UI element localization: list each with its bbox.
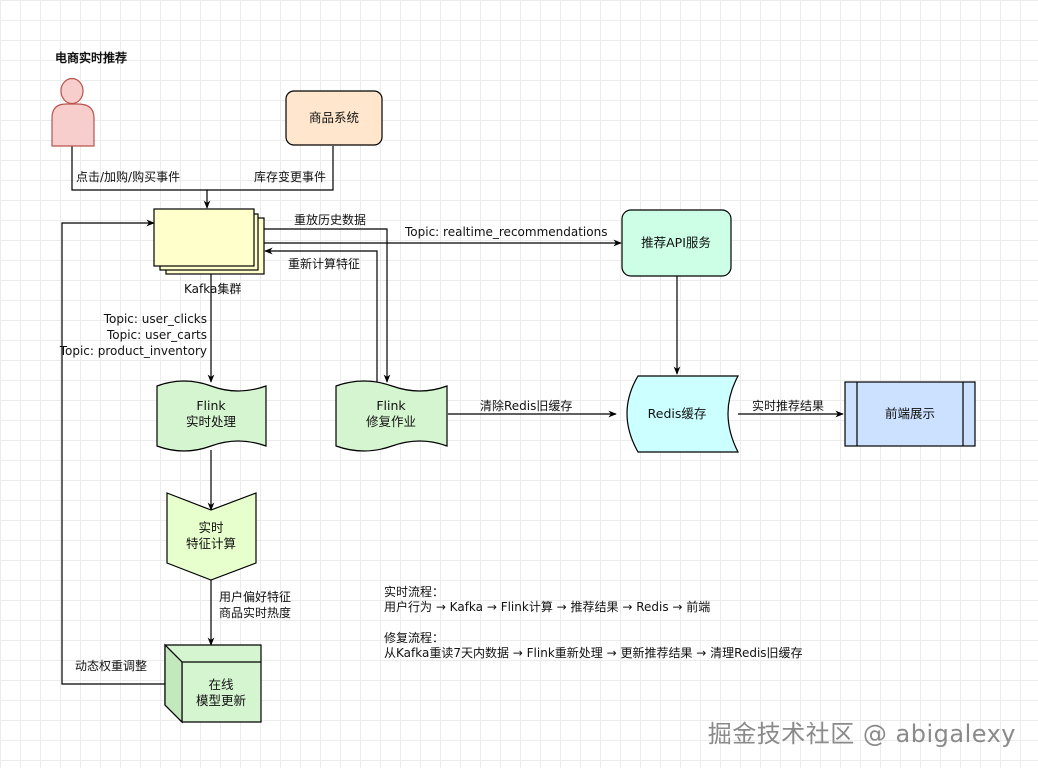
edge-label-product-heat: 商品实时热度	[219, 605, 291, 620]
recommend-api-label: 推荐API服务	[641, 235, 711, 250]
feature-calc-node: 实时 特征计算	[166, 492, 257, 581]
edge-label-clear-redis: 清除Redis旧缓存	[480, 398, 572, 413]
edge-label-user-preference: 用户偏好特征	[219, 589, 291, 604]
feature-calc-label-1: 实时	[198, 520, 224, 535]
edge-label-replay-history: 重放历史数据	[294, 212, 366, 227]
product-system-node: 商品系统	[285, 90, 383, 146]
redis-cache-label: Redis缓存	[648, 406, 707, 421]
edge-label-user-events: 点击/加购/购买事件	[76, 169, 180, 184]
edge-label-recalc-features: 重新计算特征	[288, 256, 360, 271]
flink-realtime-node: Flink 实时处理	[156, 380, 267, 452]
watermark: 掘金技术社区 @ abigalexy	[707, 720, 1016, 748]
redis-cache-node: Redis缓存	[626, 375, 740, 453]
edge-label-inventory-events: 库存变更事件	[254, 169, 326, 184]
diagram-title: 电商实时推荐	[55, 50, 127, 65]
edge-label-realtime-results: 实时推荐结果	[752, 398, 824, 413]
flink-realtime-label-2: 实时处理	[186, 414, 237, 429]
frontend-node: 前端展示	[844, 381, 976, 447]
note-repair-title: 修复流程：	[384, 630, 444, 645]
edge-repair-to-kafka	[264, 247, 378, 382]
flink-realtime-label-1: Flink	[196, 398, 226, 413]
online-model-label-1: 在线	[208, 677, 234, 692]
flink-repair-label-1: Flink	[376, 398, 406, 413]
product-system-label: 商品系统	[309, 110, 359, 125]
edge-label-topic-user-clicks: Topic: user_clicks	[103, 312, 207, 326]
edge-product-to-kafka	[207, 146, 334, 191]
user-actor-icon	[51, 77, 95, 147]
note-realtime-flow: 用户行为 → Kafka → Flink计算 → 推荐结果 → Redis → …	[384, 599, 710, 614]
edge-label-topic-realtime-recs: Topic: realtime_recommendations	[404, 225, 607, 239]
note-repair-flow: 从Kafka重读7天内数据 → Flink重新处理 → 更新推荐结果 → 清理R…	[384, 645, 803, 660]
note-realtime-title: 实时流程：	[384, 584, 444, 599]
online-model-node: 在线 模型更新	[164, 643, 262, 724]
feature-calc-label-2: 特征计算	[186, 536, 236, 551]
flink-repair-label-2: 修复作业	[366, 414, 416, 429]
edges	[61, 146, 844, 685]
edge-user-to-kafka	[71, 146, 211, 209]
online-model-label-2: 模型更新	[196, 693, 246, 708]
edge-model-to-kafka	[61, 219, 165, 685]
frontend-label: 前端展示	[885, 406, 935, 421]
recommend-api-node: 推荐API服务	[621, 209, 732, 277]
flow-notes: 实时流程： 用户行为 → Kafka → Flink计算 → 推荐结果 → Re…	[384, 584, 803, 660]
edge-label-dynamic-weight: 动态权重调整	[75, 658, 147, 673]
edge-label-topic-user-carts: Topic: user_carts	[106, 328, 207, 342]
flink-repair-node: Flink 修复作业	[335, 380, 448, 452]
edge-kafka-to-repair	[262, 228, 391, 383]
kafka-cluster-label: Kafka集群	[184, 281, 241, 296]
kafka-cluster-node	[153, 208, 265, 275]
edge-label-topic-product-inventory: Topic: product_inventory	[59, 344, 207, 358]
